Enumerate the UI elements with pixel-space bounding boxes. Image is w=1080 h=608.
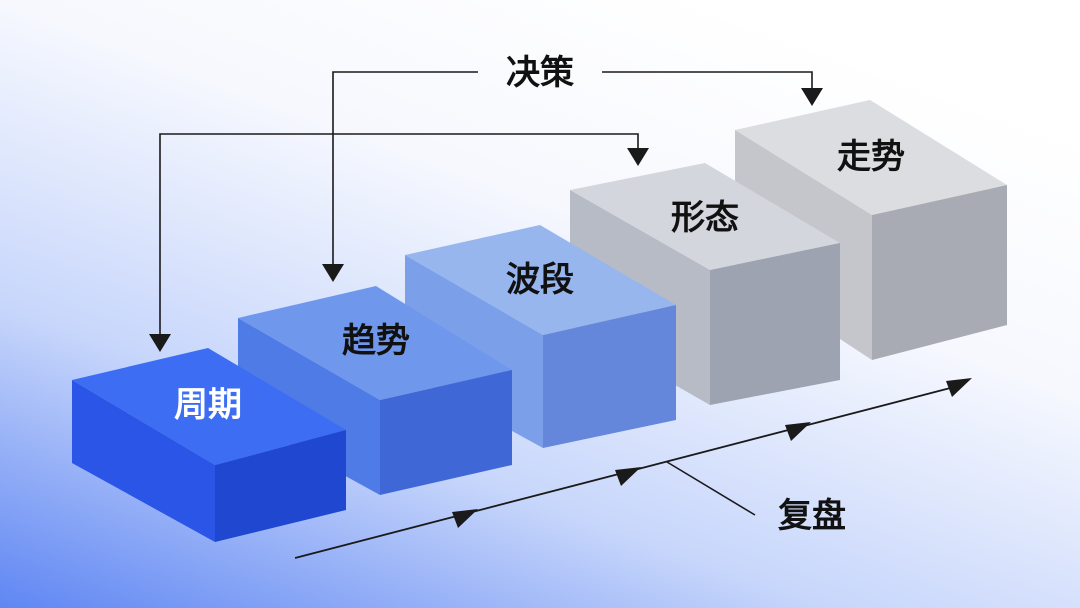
decision-line-to-xingtai [159,133,639,338]
review-label: 复盘 [778,496,846,536]
block-xingtai-label: 形态 [671,198,739,238]
block-zoushi-top [735,100,1007,215]
decision-line-to-qushi [332,71,478,268]
decision-line-to-zoushi [602,71,813,92]
block-qushi-side [380,370,512,495]
block-zoushi-label: 走势 [837,137,905,177]
block-xingtai: 形态 [570,163,840,405]
block-zhouqi-side [215,430,346,542]
block-xingtai-top [570,163,840,270]
block-boduan-label: 波段 [506,260,574,300]
review-arrow-head-4 [946,378,972,397]
review-arrow-head-2 [615,467,641,486]
arrow-head-zoushi [801,88,823,106]
block-qushi-top [238,286,512,400]
block-boduan-top [405,225,676,335]
block-zhouqi-front [72,380,215,542]
review-flow: 复盘 [294,378,972,559]
decision-label: 决策 [506,53,574,93]
block-boduan-side [543,305,676,448]
review-leader-line [666,461,756,516]
decision-connectors: 决策 [149,53,823,352]
review-arrow-head-3 [785,422,811,441]
review-arrow-head-1 [452,509,478,528]
block-xingtai-side [710,243,840,405]
block-zoushi-side [872,185,1007,360]
arrow-head-qushi [322,264,344,282]
arrow-head-zhouqi [149,334,171,352]
block-zhouqi-label: 周期 [174,385,242,425]
block-qushi-label: 趋势 [342,321,410,361]
arrow-head-xingtai [627,148,649,166]
block-zhouqi-top [72,348,346,465]
block-zhouqi: 周期 [72,348,346,542]
